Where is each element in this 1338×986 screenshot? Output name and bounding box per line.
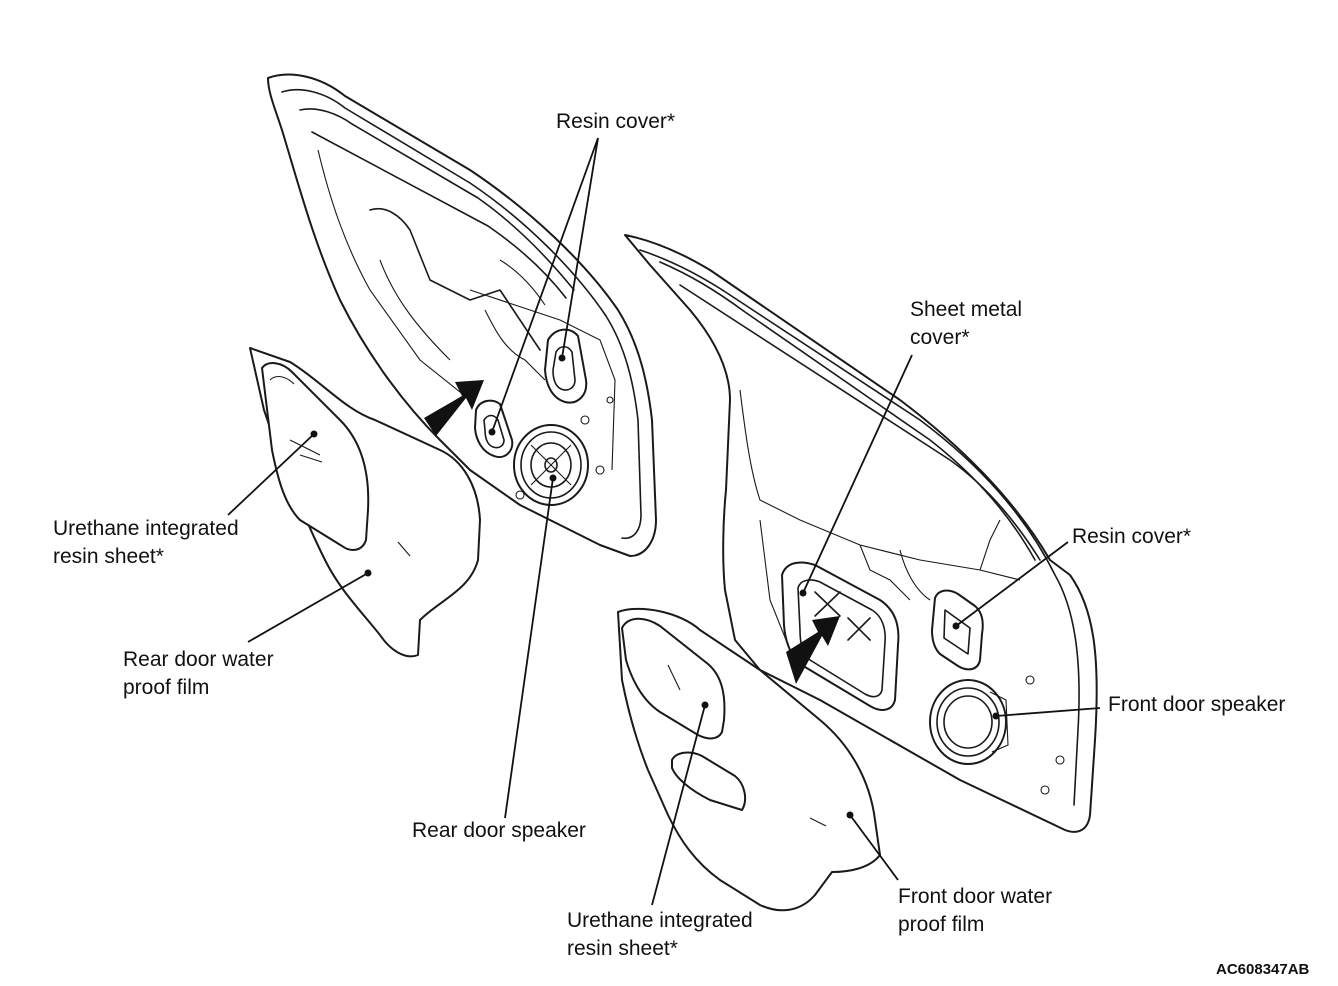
label-front-urethane-line1: Urethane integrated — [567, 909, 753, 932]
front-urethane-sheet-shape — [621, 617, 726, 740]
front-install-arrow — [786, 616, 840, 684]
label-front-water-film-line1: Front door water — [898, 885, 1053, 908]
label-rear-urethane-line1: Urethane integrated — [53, 517, 239, 540]
front-door-panel — [624, 234, 1098, 833]
label-rear-resin-cover: Resin cover* — [556, 110, 676, 133]
label-rear-water-film-line1: Rear door water — [123, 648, 274, 671]
rear-water-proof-film — [249, 347, 481, 658]
leader-lines — [227, 137, 1101, 906]
label-rear-water-film-line2: proof film — [123, 676, 210, 699]
label-rear-urethane-line2: resin sheet* — [53, 545, 164, 568]
rear-install-arrow — [424, 380, 484, 436]
label-sheet-metal-cover-line1: Sheet metal — [910, 298, 1023, 321]
label-sheet-metal-cover-line2: cover* — [910, 326, 970, 349]
rear-door-speaker-shape — [513, 424, 589, 506]
rear-urethane-sheet-shape — [261, 362, 370, 551]
figure-code: AC608347AB — [1216, 961, 1310, 978]
label-front-urethane-line2: resin sheet* — [567, 937, 678, 960]
label-front-door-speaker: Front door speaker — [1108, 693, 1286, 716]
label-front-water-film-line2: proof film — [898, 913, 985, 936]
label-front-resin-cover: Resin cover* — [1072, 525, 1192, 548]
label-rear-door-speaker: Rear door speaker — [412, 819, 586, 842]
rear-door-panel — [267, 73, 657, 557]
front-door-speaker-shape — [929, 679, 1009, 765]
front-water-proof-film — [617, 607, 881, 912]
